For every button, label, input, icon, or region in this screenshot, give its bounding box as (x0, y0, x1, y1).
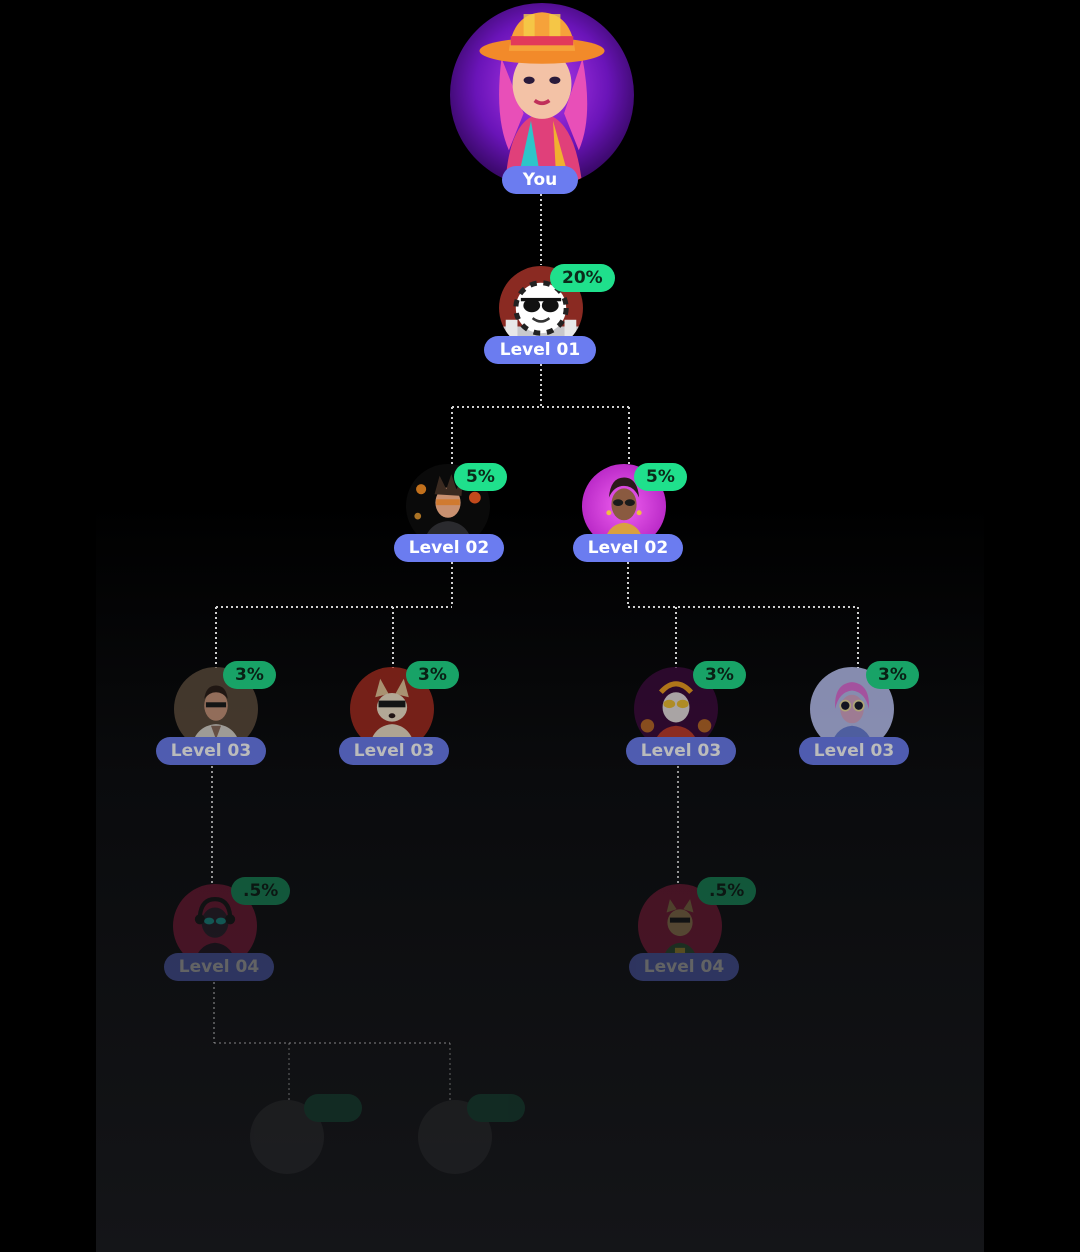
node-label-you: You (502, 166, 578, 194)
percent-badge-level-02-left: 5% (454, 463, 507, 491)
avatar-level-05-left[interactable] (250, 1100, 324, 1174)
percent-badge-level-04-right: .5% (697, 877, 757, 905)
percent-badge-level-03-2: 3% (406, 661, 459, 689)
percent-badge-level-03-4: 3% (866, 661, 919, 689)
percent-badge-level-05-right (467, 1094, 525, 1122)
percent-badge-level-02-right: 5% (634, 463, 687, 491)
avatar-level-05-right[interactable] (418, 1100, 492, 1174)
node-label-level-03-4: Level 03 (799, 737, 909, 765)
node-label-level-02-right: Level 02 (573, 534, 683, 562)
percent-badge-level-03-1: 3% (223, 661, 276, 689)
node-label-level-04-left: Level 04 (164, 953, 274, 981)
node-label-level-03-1: Level 03 (156, 737, 266, 765)
percent-badge-level-01: 20% (550, 264, 615, 292)
node-label-level-03-3: Level 03 (626, 737, 736, 765)
node-label-level-03-2: Level 03 (339, 737, 449, 765)
percent-badge-level-04-left: .5% (231, 877, 291, 905)
percent-badge-level-05-left (304, 1094, 362, 1122)
tree-panel (96, 0, 984, 1252)
avatar-level-04-left[interactable] (173, 884, 257, 968)
percent-badge-level-03-3: 3% (693, 661, 746, 689)
avatar-level-04-right[interactable] (638, 884, 722, 968)
avatar-you[interactable] (450, 3, 634, 187)
node-label-level-04-right: Level 04 (629, 953, 739, 981)
node-label-level-01: Level 01 (484, 336, 596, 364)
node-label-level-02-left: Level 02 (394, 534, 504, 562)
